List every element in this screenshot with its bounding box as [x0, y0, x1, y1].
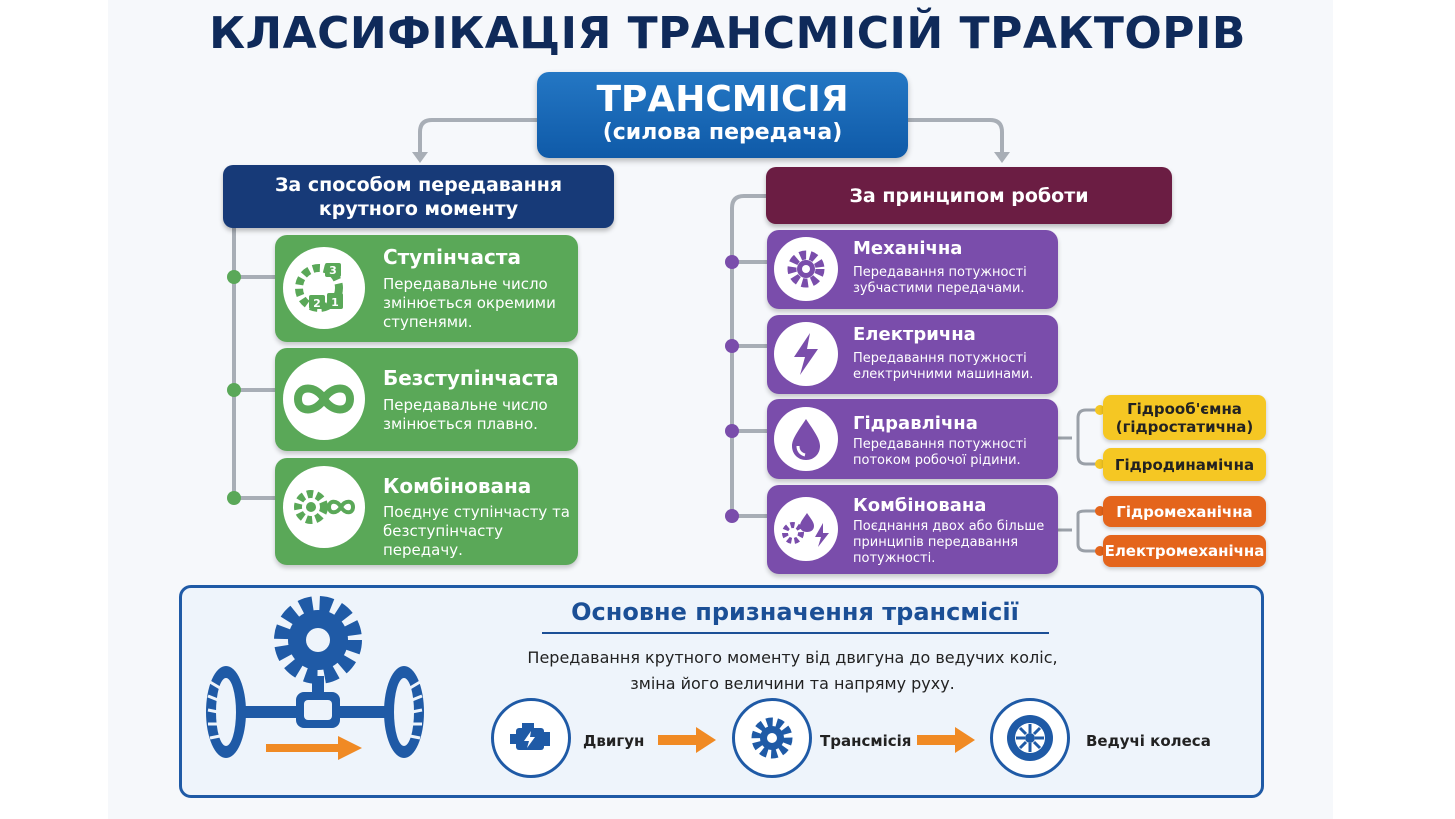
- purpose-panel: [179, 585, 1264, 798]
- card-electric: Електрична Передавання потужності електр…: [767, 315, 1058, 394]
- badge-1: 1: [331, 296, 339, 309]
- arrow-down-right-icon: [994, 152, 1010, 163]
- card-title: Електрична: [853, 324, 976, 345]
- root-title: ТРАНСМІСІЯ: [596, 79, 849, 120]
- badge-2: 2: [313, 297, 321, 310]
- combined-bracket: [1058, 509, 1103, 553]
- right-wheel-icon: [384, 666, 424, 758]
- card-mechanical: Механічна Передавання потужності зубчаст…: [767, 230, 1058, 309]
- branch-dot: [227, 491, 241, 505]
- branch-dot: [725, 424, 739, 438]
- branch-dot: [725, 509, 739, 523]
- engine-icon: [491, 698, 571, 778]
- infinity-icon: [283, 358, 365, 440]
- root-right-connector: [908, 118, 1004, 154]
- card-title: Безступінчаста: [383, 366, 559, 390]
- left-header-line2: крутного моменту: [318, 197, 519, 220]
- card-title: Механічна: [853, 238, 963, 259]
- card-hydraulic: Гідравлічна Передавання потужності поток…: [767, 399, 1058, 479]
- card-desc: Передавання потужності потоком робочої р…: [853, 437, 1027, 468]
- purpose-desc-line2: зміна його величини та напряму руху.: [630, 674, 955, 693]
- flow-label-engine: Двигун: [583, 732, 645, 750]
- purpose-desc-line1: Передавання крутного моменту від двигуна…: [527, 648, 1058, 667]
- branch-dot: [227, 383, 241, 397]
- subtype-electromechanical: Електромеханічна: [1103, 535, 1266, 567]
- flow-arrow-icon: [658, 727, 716, 753]
- root-node: ТРАНСМІСІЯ (силова передача): [537, 72, 908, 158]
- gear-drop-lightning-icon: [774, 497, 838, 561]
- arrow-down-left-icon: [412, 152, 428, 163]
- card-desc: Передавання потужності електричними маши…: [853, 351, 1034, 382]
- subtype-hydrostatic: Гідрооб'ємна (гідростатична): [1103, 395, 1266, 440]
- hydraulic-bracket: [1058, 408, 1103, 466]
- root-subtitle: (силова передача): [602, 120, 843, 145]
- flow-arrow-icon: [917, 727, 975, 753]
- big-gear-icon: [274, 596, 362, 684]
- branch-dot: [725, 339, 739, 353]
- card-combined-right: Комбінована Поєднання двох або більше пр…: [767, 485, 1058, 574]
- sub-dot: [1095, 405, 1105, 415]
- card-desc: Поєднує ступінчасту та безступінчасту пе…: [383, 503, 571, 559]
- root-left-connector: [418, 118, 537, 154]
- transmission-gear-icon: [732, 698, 812, 778]
- purpose-title-underline: [542, 632, 1049, 634]
- flow-label-wheels: Ведучі колеса: [1086, 732, 1211, 750]
- subtype-hydrodynamic: Гідродинамічна: [1103, 448, 1266, 481]
- right-category-header: За принципом роботи: [766, 167, 1172, 224]
- branch-dot: [725, 255, 739, 269]
- purpose-title: Основне призначення трансмісії: [571, 598, 1019, 626]
- flow-label-transmission: Трансмісія: [820, 732, 912, 750]
- gear-steps-icon: 3 2 1: [283, 247, 365, 329]
- left-header-line1: За способом передавання: [274, 173, 563, 196]
- gear-infinity-icon: [283, 466, 365, 548]
- card-desc: Передавання потужності зубчастими переда…: [853, 265, 1027, 296]
- card-desc: Передавальне число змінюється окремими с…: [383, 275, 556, 331]
- right-branch-lines: [732, 260, 767, 518]
- card-desc: Поєднання двох або більше принципів пере…: [853, 519, 1045, 566]
- card-title: Ступінчаста: [383, 245, 521, 269]
- card-title: Комбінована: [383, 474, 532, 498]
- arrow-right-icon: [266, 736, 362, 760]
- sub-dot: [1095, 506, 1105, 516]
- wheel-icon: [990, 698, 1070, 778]
- card-combined-left: Комбінована Поєднує ступінчасту та безст…: [275, 458, 578, 565]
- page-title: КЛАСИФІКАЦІЯ ТРАНСМІСІЙ ТРАКТОРІВ: [209, 8, 1246, 59]
- left-category-header: За способом передавання крутного моменту: [223, 165, 614, 228]
- card-title: Гідравлічна: [853, 413, 978, 434]
- purpose-description: Передавання крутного моменту від двигуна…: [520, 645, 1065, 697]
- drop-icon: [774, 407, 838, 471]
- right-trunk-line: [730, 194, 768, 516]
- left-wheel-icon: [206, 666, 246, 758]
- card-title: Комбінована: [853, 495, 987, 516]
- card-desc: Передавальне число змінюється плавно.: [383, 396, 548, 433]
- gear-icon: [774, 237, 838, 301]
- subtype-hydromechanical: Гідромеханічна: [1103, 496, 1266, 527]
- sub-dot: [1095, 546, 1105, 556]
- card-stepless: Безступінчаста Передавальне число змінює…: [275, 348, 578, 451]
- tractor-axle-illustration: [206, 596, 424, 760]
- badge-3: 3: [329, 264, 337, 277]
- sub-dot: [1095, 459, 1105, 469]
- branch-dot: [227, 270, 241, 284]
- card-stepped: 3 2 1 Ступінчаста Передавальне число змі…: [275, 235, 578, 342]
- lightning-icon: [774, 322, 838, 386]
